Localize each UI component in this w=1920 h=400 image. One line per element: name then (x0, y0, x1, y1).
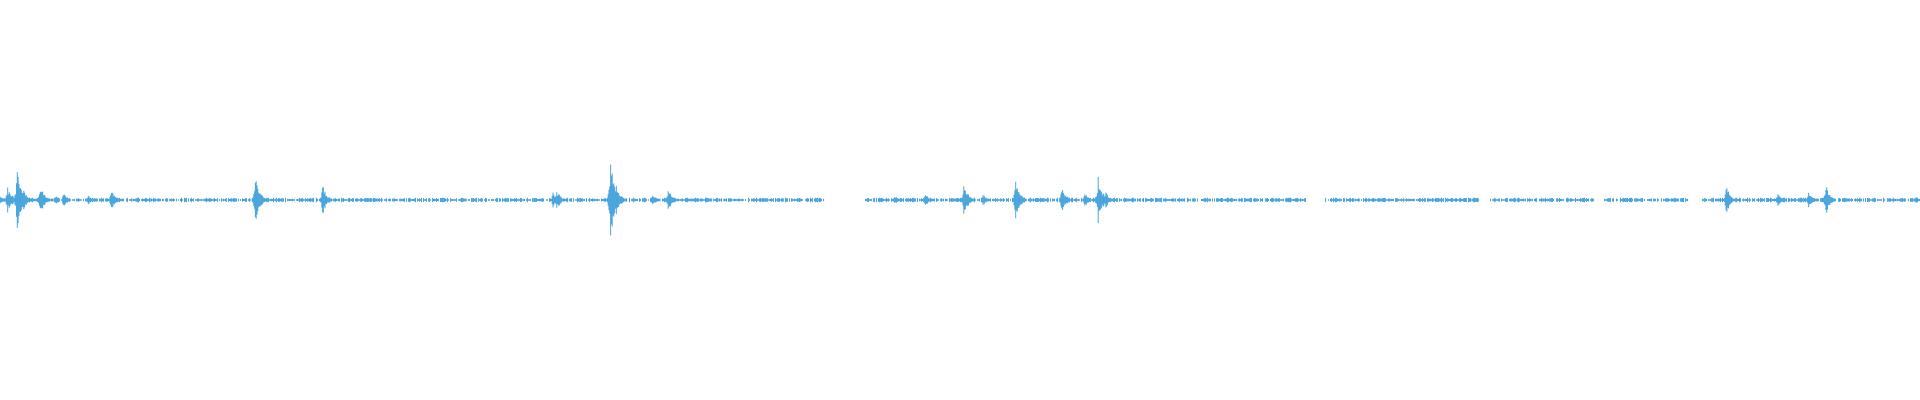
waveform-spike (1058, 190, 1071, 210)
waveform-spike (1806, 192, 1817, 208)
waveform-spike (1082, 194, 1091, 206)
waveform-spike (61, 194, 70, 206)
waveform-spike (960, 186, 975, 214)
waveform-spike (892, 197, 900, 203)
waveform-spike (37, 191, 51, 209)
waveform-spike (1914, 197, 1920, 203)
waveform-spike (665, 191, 678, 209)
waveform-spike (251, 181, 268, 219)
waveform-spike (20, 190, 33, 210)
waveform-spike (923, 195, 933, 205)
waveform-spike (1012, 181, 1026, 219)
waveform-spike (318, 187, 334, 213)
waveform-spike (553, 192, 565, 208)
waveform-spike (613, 185, 627, 215)
waveform-spike (87, 195, 95, 205)
waveform-spike (1722, 188, 1737, 212)
waveform-spike (1103, 192, 1112, 208)
waveform-spike (109, 192, 121, 208)
waveform-baseline (0, 197, 1920, 203)
waveform-spike (1775, 194, 1785, 206)
waveform-spike (650, 195, 661, 205)
waveform-spike (980, 194, 990, 206)
waveform-spike (54, 196, 61, 204)
waveform-spike (1823, 187, 1836, 213)
